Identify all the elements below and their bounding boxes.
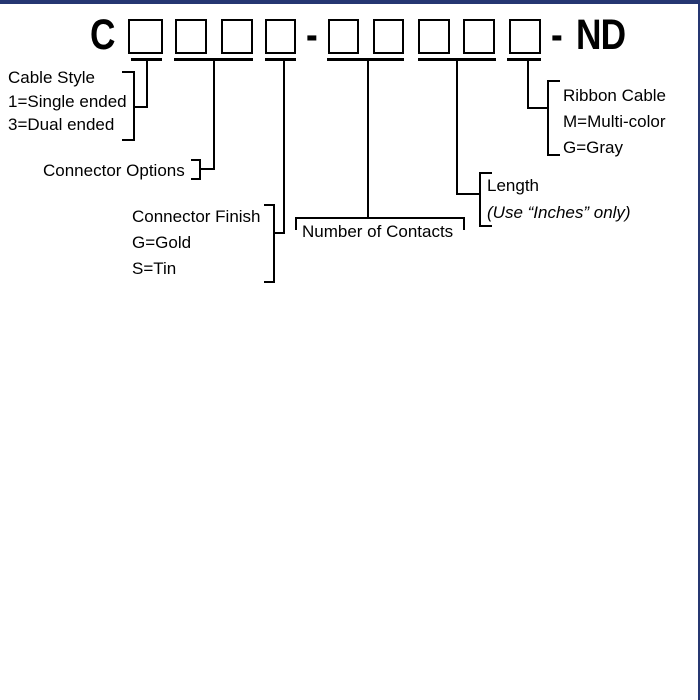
part-number-separator-1: - <box>306 11 318 59</box>
part-number-box-4 <box>265 19 296 54</box>
bracket-connector-finish <box>264 204 275 283</box>
bracket-length <box>479 172 492 227</box>
connector-line-connector-finish <box>283 58 285 234</box>
part-number-prefix: C <box>90 11 115 59</box>
part-number-box-6 <box>373 19 404 54</box>
label-cable-style: Cable Style 1=Single ended 3=Dual ended <box>8 66 127 137</box>
label-length: Length (Use “Inches” only) <box>487 172 631 226</box>
label-ribbon-cable: Ribbon Cable M=Multi-color G=Gray <box>563 83 666 161</box>
connector-finish-option-2: S=Tin <box>132 259 177 278</box>
connector-line-cable-style <box>146 58 148 108</box>
connector-line-length <box>456 58 458 195</box>
part-number-box-3 <box>221 19 253 54</box>
connector-line-ribbon-cable <box>527 58 529 109</box>
number-of-contacts-title: Number of Contacts <box>302 222 454 241</box>
bracket-number-of-contacts <box>295 217 465 230</box>
connector-stub-cable-style <box>135 106 148 108</box>
label-connector-options: Connector Options <box>43 159 185 182</box>
underline-number-of-contacts <box>327 58 404 61</box>
connector-stub-connector-finish <box>275 232 285 234</box>
right-border-bar <box>698 0 700 700</box>
connector-options-title: Connector Options <box>43 161 185 180</box>
part-number-box-2 <box>175 19 207 54</box>
part-number-box-9 <box>509 19 541 54</box>
part-number-box-5 <box>328 19 359 54</box>
bracket-connector-options <box>191 159 201 180</box>
connector-stub-connector-options <box>200 168 215 170</box>
connector-finish-option-1: G=Gold <box>132 233 192 252</box>
label-connector-finish: Connector Finish G=Gold S=Tin <box>132 204 261 282</box>
part-number-suffix: ND <box>576 11 626 59</box>
connector-line-connector-options <box>213 58 215 170</box>
cable-style-title: Cable Style <box>8 68 95 87</box>
length-title: Length <box>487 176 539 195</box>
label-number-of-contacts: Number of Contacts <box>302 220 453 243</box>
connector-stub-ribbon-cable <box>527 107 549 109</box>
connector-line-number-of-contacts <box>367 58 369 219</box>
ribbon-cable-option-2: G=Gray <box>563 138 623 157</box>
part-number-box-7 <box>418 19 450 54</box>
length-note: (Use “Inches” only) <box>487 203 631 222</box>
connector-finish-title: Connector Finish <box>132 207 261 226</box>
connector-stub-length <box>456 193 481 195</box>
underline-connector-finish <box>265 58 296 61</box>
part-number-box-1 <box>128 19 163 54</box>
ribbon-cable-title: Ribbon Cable <box>563 86 667 105</box>
part-number-box-8 <box>463 19 495 54</box>
part-number-separator-2: - <box>551 11 563 59</box>
top-border-bar <box>0 0 700 4</box>
ribbon-cable-option-1: M=Multi-color <box>563 112 666 131</box>
bracket-cable-style <box>122 71 135 141</box>
underline-ribbon-cable <box>507 58 541 61</box>
bracket-ribbon-cable <box>547 80 560 156</box>
cable-style-option-1: 1=Single ended <box>8 91 127 111</box>
cable-style-option-2: 3=Dual ended <box>8 115 115 134</box>
